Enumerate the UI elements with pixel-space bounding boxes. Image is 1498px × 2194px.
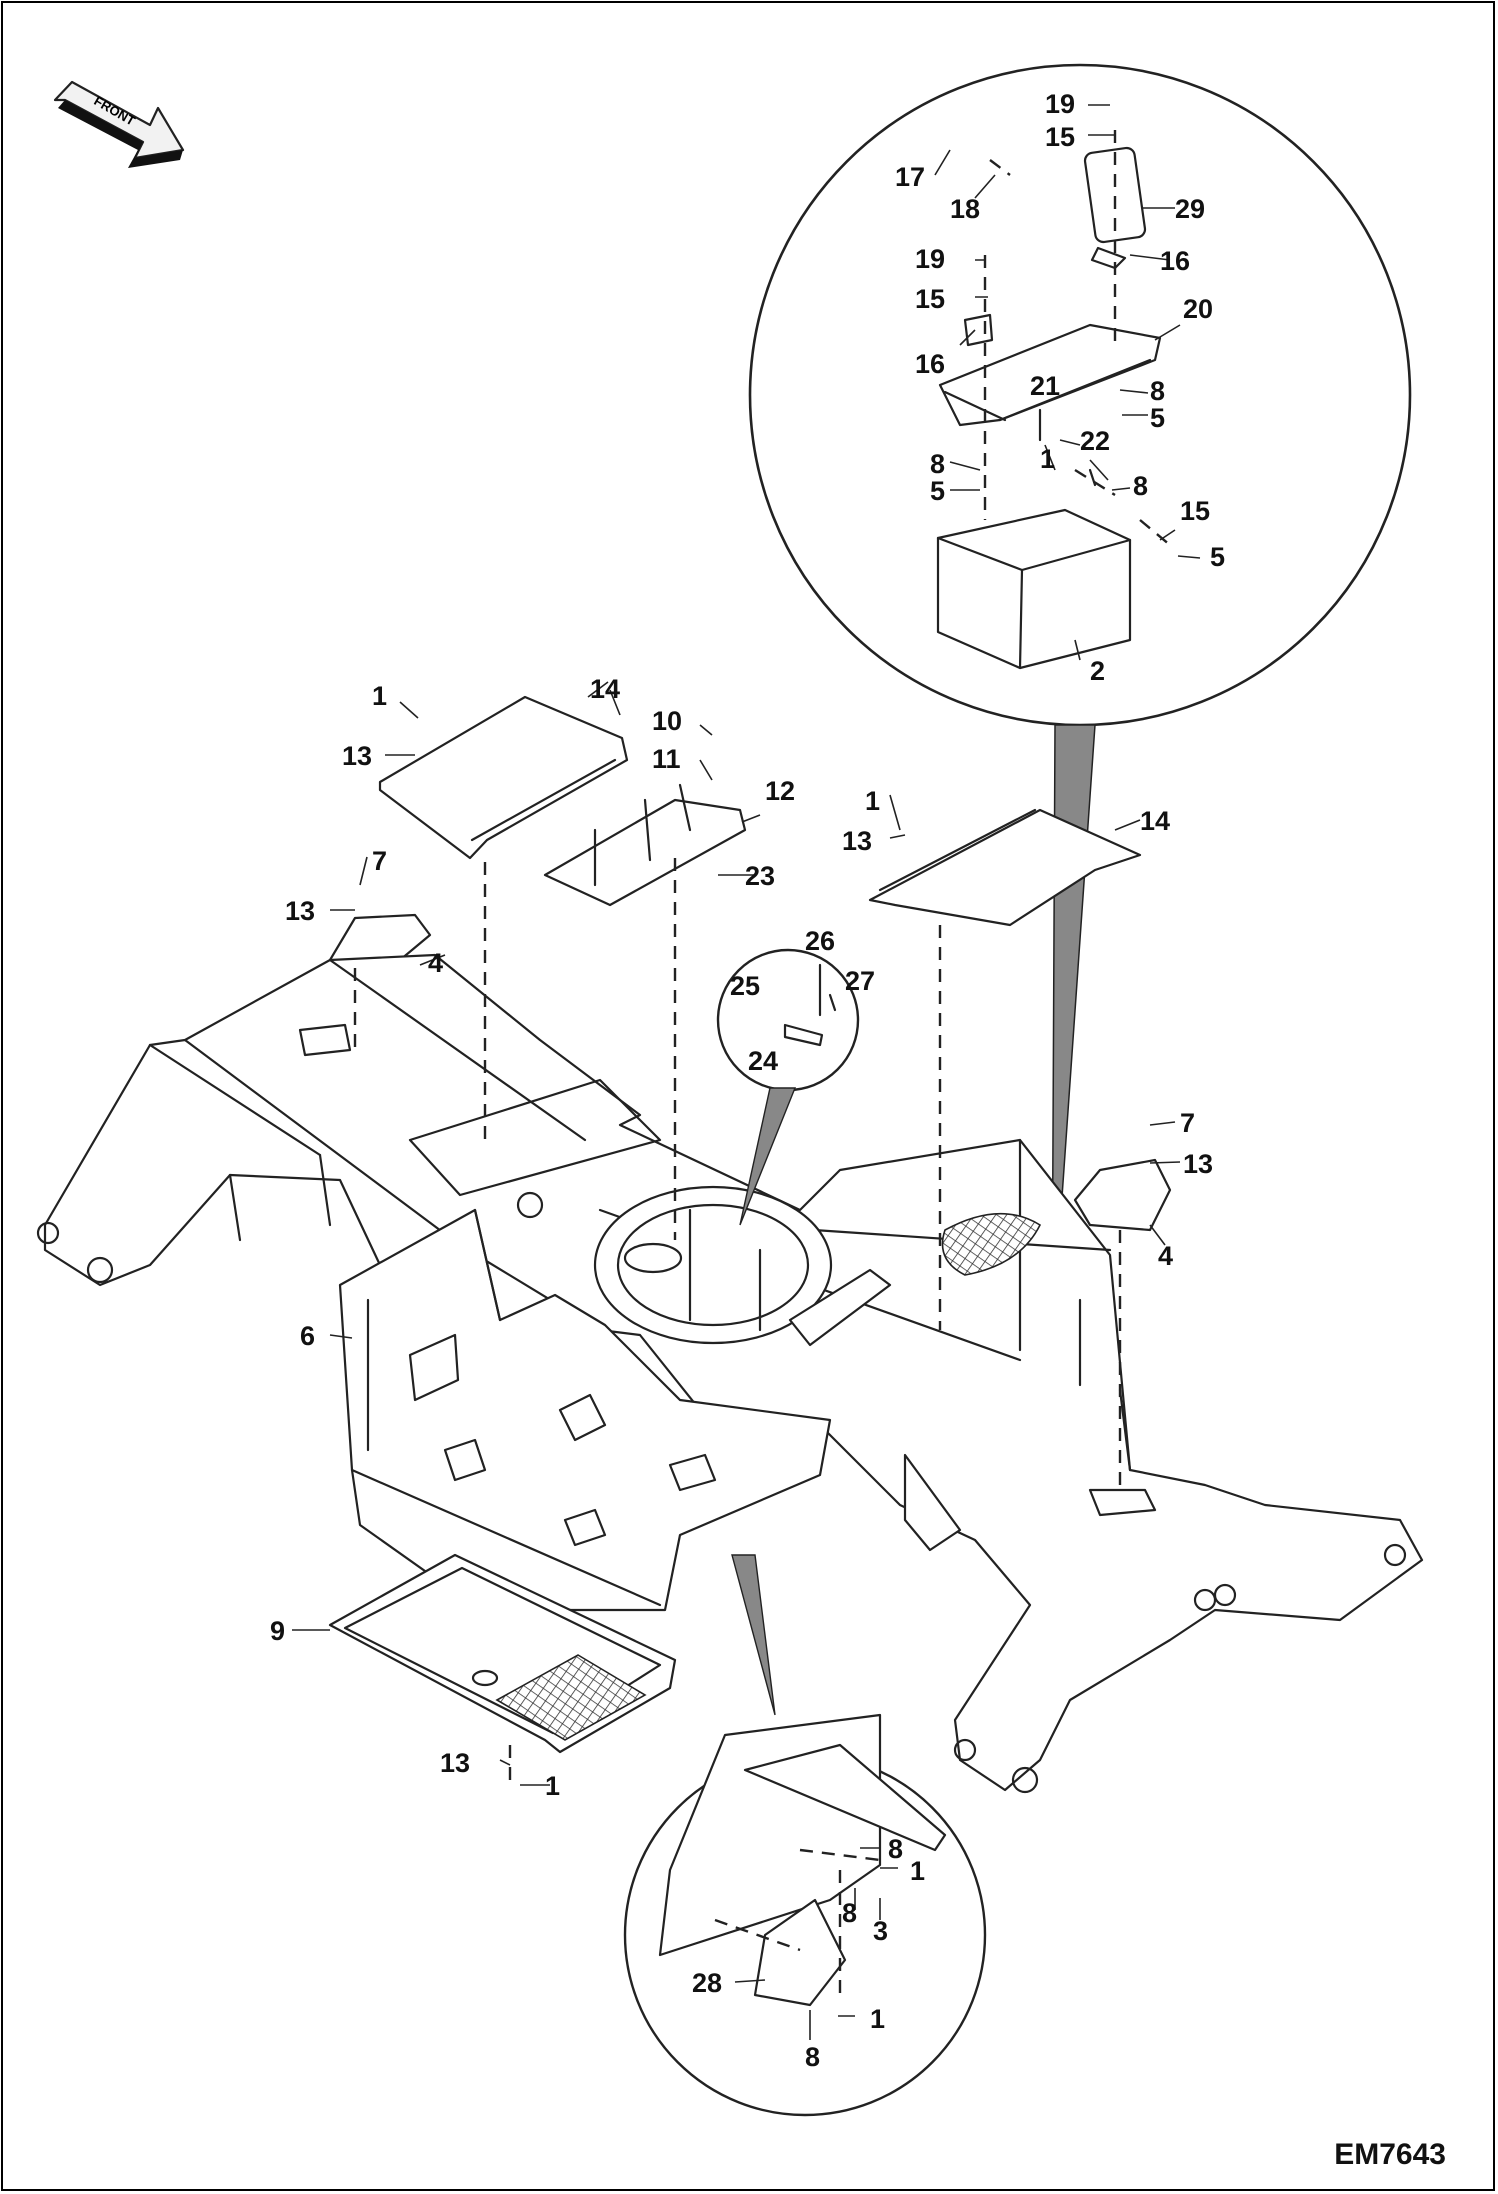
callout-15a: 15 <box>1045 122 1075 152</box>
callout-28: 28 <box>692 1968 722 1998</box>
upper-frame <box>36 953 1424 1794</box>
callout-26: 26 <box>805 926 835 956</box>
main-leader-lines <box>292 681 1181 1786</box>
callout-6: 6 <box>300 1321 315 1351</box>
callout-5b: 5 <box>930 476 945 506</box>
callout-8a: 8 <box>1150 376 1165 406</box>
callout-22: 22 <box>1080 426 1110 456</box>
callout-5c: 5 <box>1210 542 1225 572</box>
callout-9: 9 <box>270 1616 285 1646</box>
cover-plate-14-right <box>868 808 1142 927</box>
callout-3: 3 <box>873 1916 888 1946</box>
pin-detail-circle <box>716 948 860 1226</box>
callout-13e: 13 <box>440 1748 470 1778</box>
callout-23: 23 <box>745 861 775 891</box>
callout-12: 12 <box>765 776 795 806</box>
callout-8c: 8 <box>1133 471 1148 501</box>
callout-1f: 1 <box>870 2004 885 2034</box>
lower-bracket-detail-circle <box>623 1554 987 2117</box>
callout-19a: 19 <box>1045 89 1075 119</box>
callout-8d: 8 <box>888 1834 903 1864</box>
callout-14b: 14 <box>1140 806 1170 836</box>
callout-15b: 15 <box>915 284 945 314</box>
callout-7a: 7 <box>372 846 387 876</box>
callout-8e: 8 <box>842 1898 857 1928</box>
callout-13a: 13 <box>342 741 372 771</box>
callout-labels: 19 15 17 18 29 19 16 15 20 16 21 8 5 22 … <box>270 89 1225 2072</box>
callout-24: 24 <box>748 1046 778 1076</box>
callout-7b: 7 <box>1180 1108 1195 1138</box>
callout-1d: 1 <box>545 1771 560 1801</box>
callout-2: 2 <box>1090 656 1105 686</box>
callout-4a: 4 <box>428 948 443 978</box>
callout-5a: 5 <box>1150 403 1165 433</box>
callout-27: 27 <box>845 966 875 996</box>
callout-8b: 8 <box>930 449 945 479</box>
callout-13b: 13 <box>842 826 872 856</box>
callout-20: 20 <box>1183 294 1213 324</box>
callout-1c: 1 <box>865 786 880 816</box>
callout-4b: 4 <box>1158 1241 1173 1271</box>
callout-19b: 19 <box>915 244 945 274</box>
battery-box-detail-circle <box>748 63 1412 727</box>
callout-8f: 8 <box>805 2042 820 2072</box>
front-direction-arrow-icon: FRONT <box>53 80 185 168</box>
small-cover-4-right <box>1073 1158 1172 1232</box>
callout-11: 11 <box>652 744 681 774</box>
callout-16a: 16 <box>1160 246 1190 276</box>
callout-16b: 16 <box>915 349 945 379</box>
bottom-plate-9 <box>328 1553 677 1754</box>
callout-18: 18 <box>950 194 980 224</box>
callout-1b: 1 <box>372 681 387 711</box>
callout-1a: 1 <box>1040 444 1055 474</box>
callout-13c: 13 <box>285 896 315 926</box>
callout-21: 21 <box>1030 371 1060 401</box>
callout-25: 25 <box>730 971 760 1001</box>
drawing-code: EM7643 <box>1334 2138 1446 2171</box>
callout-10: 10 <box>652 706 682 736</box>
callout-1e: 1 <box>910 1856 925 1886</box>
cover-plate-14-left <box>378 695 629 860</box>
install-lines <box>353 858 1122 1785</box>
callout-15c: 15 <box>1180 496 1210 526</box>
callout-17: 17 <box>895 162 925 192</box>
cover-plate-12 <box>543 783 747 907</box>
side-frame-6 <box>338 1208 832 1612</box>
callout-14a: 14 <box>590 674 620 704</box>
callout-13d: 13 <box>1183 1149 1213 1179</box>
callout-29: 29 <box>1175 194 1205 224</box>
